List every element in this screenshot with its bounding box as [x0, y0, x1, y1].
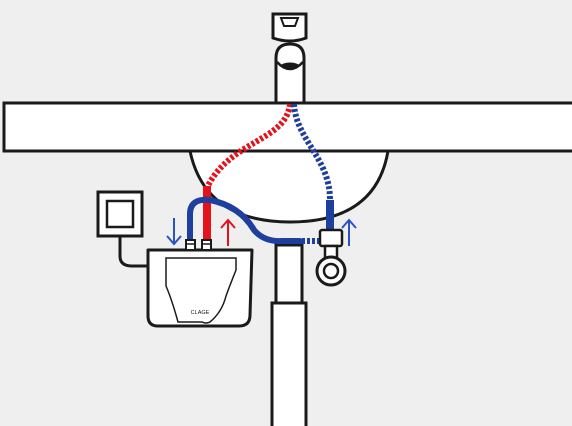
instant-water-heater-icon: [146, 239, 254, 328]
drain-pipe: [270, 243, 308, 426]
heater-brand-label: CLAGE: [191, 310, 210, 316]
angle-valve-icon: [315, 228, 347, 287]
hot-hose: [203, 103, 293, 192]
sink-bowl: [188, 149, 390, 224]
faucet-icon: [271, 12, 308, 105]
hot-outflow-arrow-icon: [220, 218, 236, 246]
wall-switch-icon: [96, 190, 144, 238]
cold-supply-arrow-icon: [341, 218, 357, 246]
cold-inflow-arrow-icon: [166, 218, 182, 246]
power-cable: [118, 236, 148, 268]
cold-riser: [326, 200, 334, 232]
cold-pipe: [187, 196, 303, 245]
cold-hose: [291, 103, 333, 201]
hot-pipe: [203, 186, 211, 240]
